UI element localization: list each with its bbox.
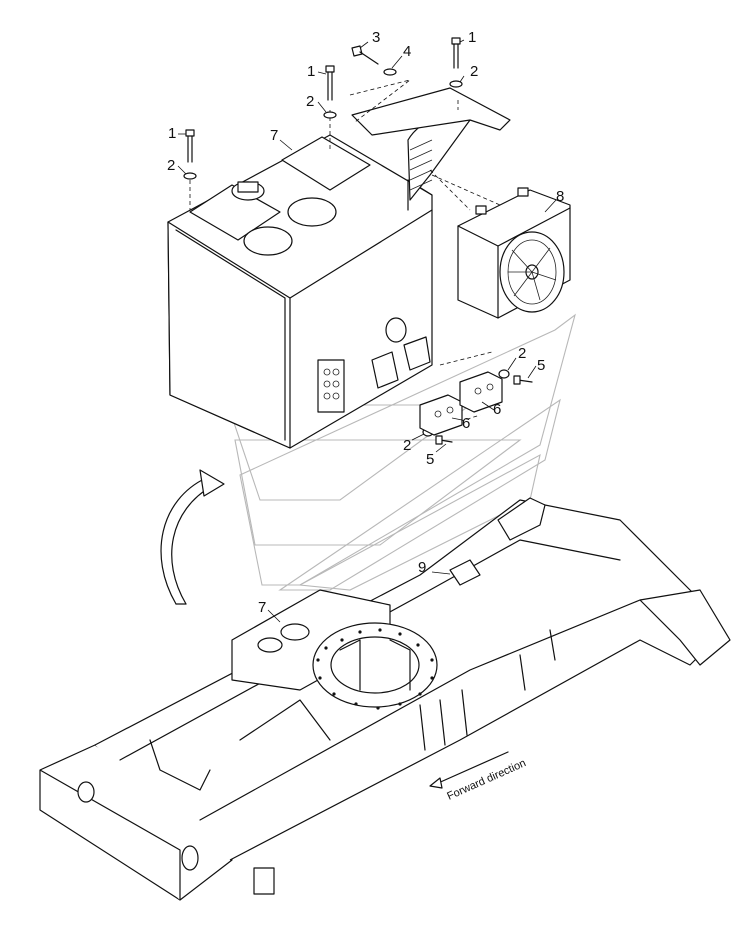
frame-rivets: [316, 628, 434, 710]
callout-1: 1: [307, 63, 315, 80]
hydraulic-tank: [167, 134, 433, 449]
oil-cooler: [457, 187, 571, 319]
callout-7: 7: [270, 127, 278, 144]
callout-5: 5: [537, 357, 545, 374]
callout-4: 4: [403, 43, 411, 60]
top-plate: [351, 87, 511, 136]
callout-3: 3: [372, 29, 380, 46]
mounting-brackets: [419, 371, 503, 436]
callout-7: 7: [258, 599, 266, 616]
callout-6: 6: [462, 415, 470, 432]
main-frame: [39, 497, 731, 901]
forward-direction-arrow: [429, 751, 509, 789]
callout-2: 2: [470, 63, 478, 80]
callout-5: 5: [426, 451, 434, 468]
callout-2: 2: [518, 345, 526, 362]
callout-1: 1: [168, 125, 176, 142]
callout-labels: 3 4 1 2 1 2 1 2 7 8 2 5 6 6 2 5 7 9: [167, 29, 564, 616]
callout-9: 9: [418, 559, 426, 576]
callout-1: 1: [468, 29, 476, 46]
callout-2: 2: [306, 93, 314, 110]
fasteners: [183, 37, 533, 445]
install-arrow: [160, 469, 225, 605]
callout-6: 6: [493, 401, 501, 418]
callout-2: 2: [167, 157, 175, 174]
leader-lines: [177, 39, 557, 623]
callout-2: 2: [403, 437, 411, 454]
forward-direction-label: Forward direction: [445, 757, 528, 803]
callout-8: 8: [556, 188, 564, 205]
